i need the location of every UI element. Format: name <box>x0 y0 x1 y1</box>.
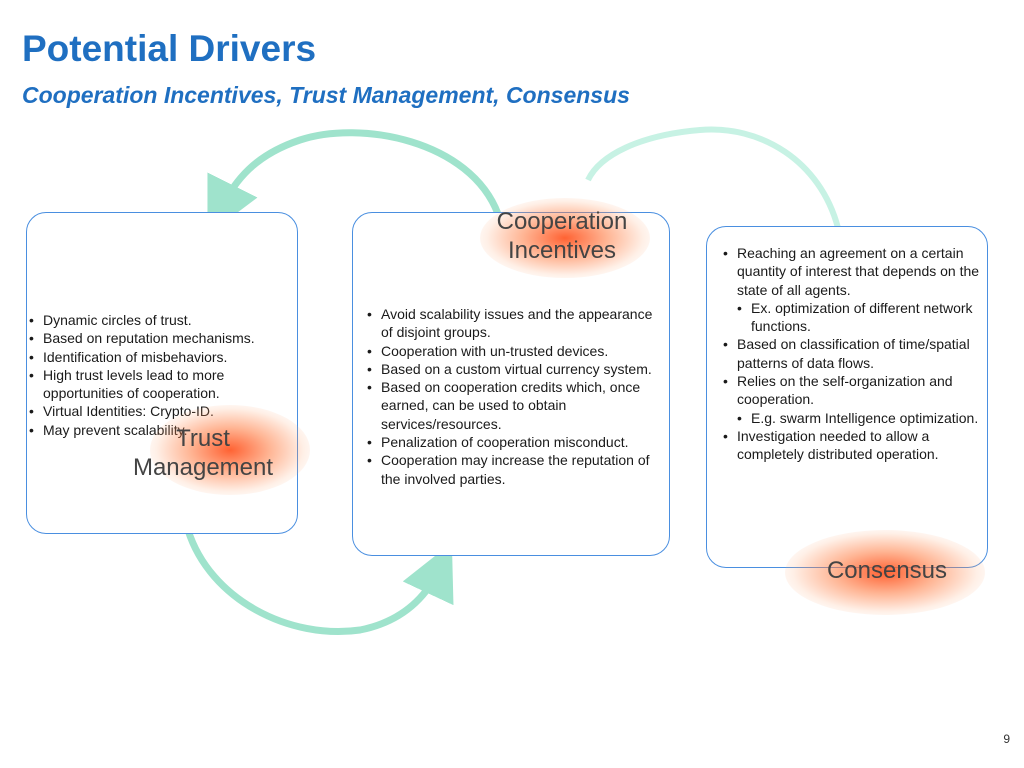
consensus-bullet: Reaching an agreement on a certain quant… <box>721 244 981 299</box>
consensus-bullet: Relies on the self-organization and coop… <box>721 372 981 409</box>
consensus-label: Consensus <box>826 557 948 584</box>
consensus-bullet-list: Reaching an agreement on a certain quant… <box>721 244 981 464</box>
cooperation-incentives-label: Cooperation Incentives <box>482 207 642 265</box>
consensus-bullet: Based on classification of time/spatial … <box>721 335 981 372</box>
cooperation-bullet-list: Avoid scalability issues and the appeara… <box>365 305 657 488</box>
consensus-glow <box>785 530 985 615</box>
trust-bullet: Based on reputation mechanisms. <box>27 329 285 348</box>
trust-bullet-list: Dynamic circles of trust. Based on reput… <box>27 311 285 439</box>
trust-bullet: Identification of misbehaviors. <box>27 348 285 367</box>
slide-title: Potential Drivers <box>22 28 317 69</box>
trust-bullet: Dynamic circles of trust. <box>27 311 285 330</box>
cooperation-bullet: Penalization of cooperation misconduct. <box>365 433 657 452</box>
trust-bullet: Virtual Identities: Crypto-ID. <box>27 402 285 421</box>
arrow-cooperation-to-trust <box>207 129 502 236</box>
trust-bullet: High trust levels lead to more opportuni… <box>27 366 285 403</box>
trust-label-line1: Trust <box>176 425 230 452</box>
trust-glow <box>150 405 310 495</box>
cooperation-bullet: Cooperation may increase the reputation … <box>365 451 657 488</box>
cooperation-bullet: Based on a custom virtual currency syste… <box>365 360 657 379</box>
slide-subtitle: Cooperation Incentives, Trust Management… <box>22 82 630 108</box>
trust-bullet: May prevent scalability. <box>27 421 285 440</box>
cooperation-bullet: Avoid scalability issues and the appeara… <box>365 305 657 342</box>
cooperation-label-line2: Incentives <box>507 237 617 264</box>
cooperation-bullet: Based on cooperation credits which, once… <box>365 378 657 433</box>
trust-label-line2: Management <box>132 454 274 481</box>
cooperation-label-line1: Cooperation <box>496 208 628 235</box>
arrow-consensus-to-cooperation <box>585 126 841 229</box>
cooperation-bullet: Cooperation with un-trusted devices. <box>365 342 657 361</box>
consensus-bullet: Investigation needed to allow a complete… <box>721 427 981 464</box>
consensus-box: Reaching an agreement on a certain quant… <box>706 226 988 568</box>
page-number: 9 <box>1003 732 1010 746</box>
consensus-sub-bullet: E.g. swarm Intelligence optimization. <box>721 409 981 428</box>
cooperation-glow <box>480 198 650 278</box>
consensus-sub-bullet: Ex. optimization of different network fu… <box>721 299 981 336</box>
trust-management-label: Trust Management <box>118 424 288 482</box>
arrow-trust-to-cooperation <box>184 528 454 635</box>
